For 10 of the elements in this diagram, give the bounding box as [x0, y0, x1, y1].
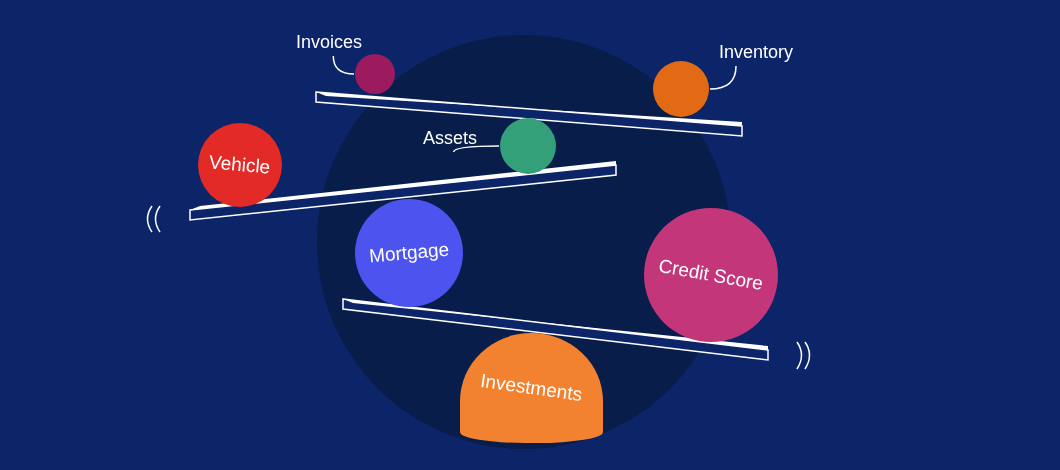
leader-line [452, 145, 500, 153]
ball-label: Credit Score [656, 254, 766, 296]
callout-label: Inventory [706, 40, 806, 64]
ball-label: Vehicle [208, 150, 272, 180]
ball-label: Investments [479, 369, 584, 407]
leader-line [332, 55, 355, 75]
callout-label: Assets [414, 126, 486, 150]
ball-label: Mortgage [368, 237, 450, 269]
callout-label: Invoices [286, 30, 372, 54]
leader-line [709, 65, 737, 90]
